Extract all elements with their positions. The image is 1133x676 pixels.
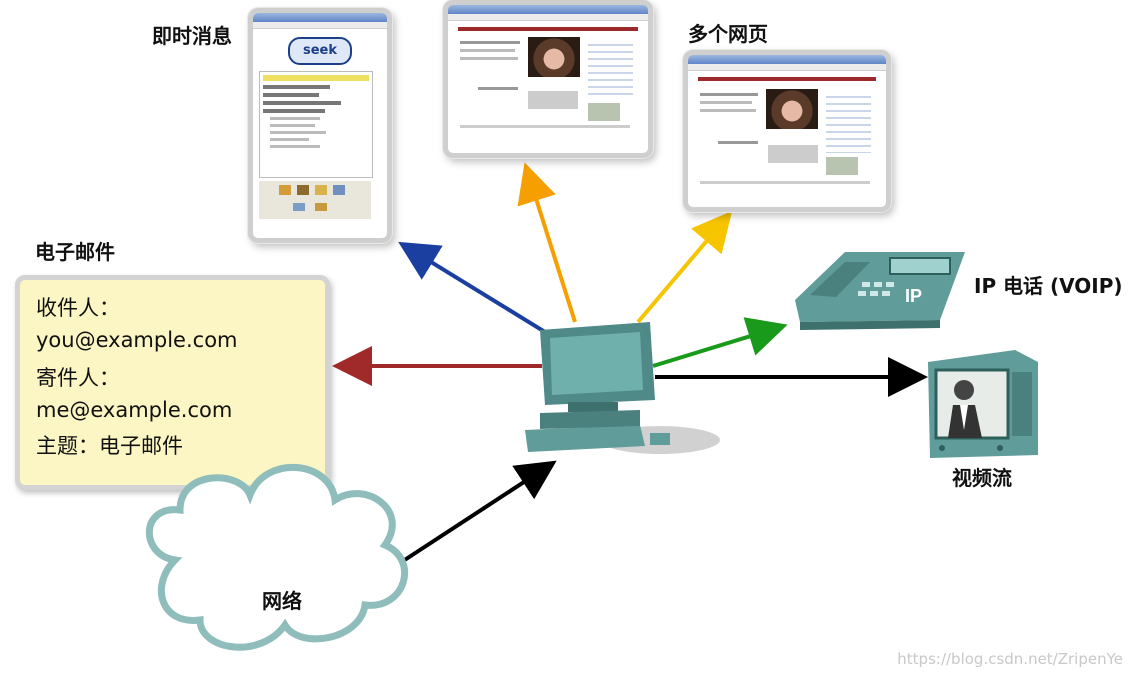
seek-logo-text: seek [302,43,338,58]
arrow-to-im [398,241,547,334]
email-to-label: 收件人： [36,296,120,320]
seek-logo: seek [288,37,352,65]
email-label: 电子邮件 [35,240,115,264]
network-label: 网络 [262,589,302,613]
contact-list [259,71,373,178]
email-to-value: you@example.com [36,328,238,352]
email-subject: 主题：电子邮件 [36,434,183,458]
ip-phone-text: IP [905,286,922,306]
email-from-label: 寄件人： [36,366,120,390]
web-page-window-1 [443,0,653,158]
email-message: 收件人： you@example.com 寄件人： me@example.com… [15,275,330,490]
web-photo [528,37,580,77]
arrow-to-web2 [636,210,733,324]
voip-label: IP 电话 (VOIP) [974,274,1123,298]
web-photo [766,89,818,129]
im-window: seek [248,8,392,243]
web-page-window-2 [683,50,891,212]
arrow-from-network [398,460,557,565]
arrow-to-phone [652,317,788,368]
watermark: https://blog.csdn.net/ZripenYe [897,650,1123,668]
email-from-value: me@example.com [36,398,233,422]
im-toolbar [259,181,371,219]
video-label: 视频流 [952,466,1012,490]
arrow-to-web1 [517,162,577,323]
web-pages-label: 多个网页 [688,22,768,46]
im-label: 即时消息 [152,24,232,48]
